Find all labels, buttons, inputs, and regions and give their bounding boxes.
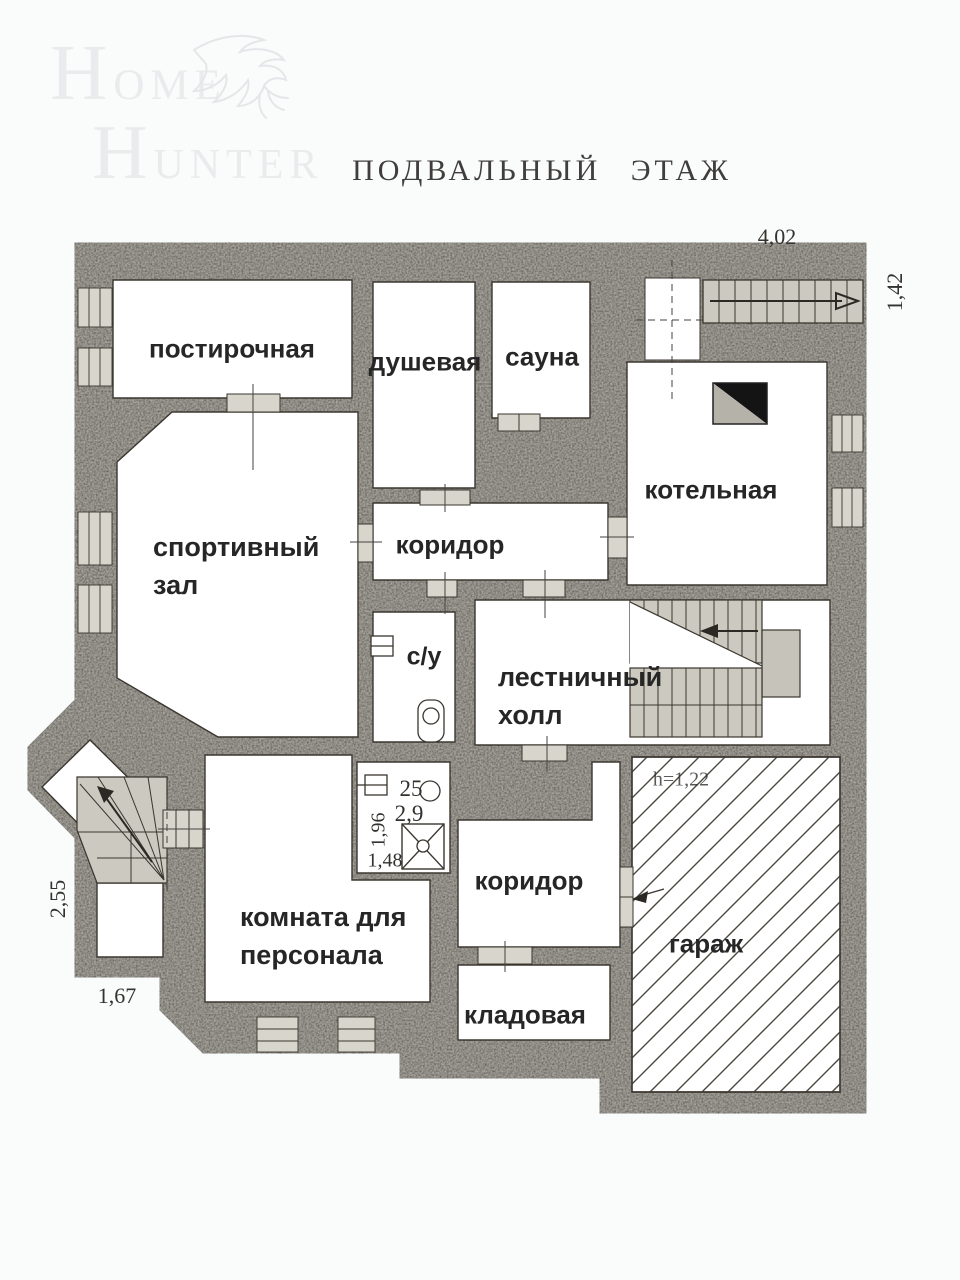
bath-sink xyxy=(419,780,441,802)
dim-garage-height: h=1,22 xyxy=(652,768,710,791)
fixtures xyxy=(357,635,665,903)
room-label-corridor-lower: коридор xyxy=(474,865,584,896)
boiler-symbol xyxy=(712,382,768,425)
stairs-top-right xyxy=(702,279,864,324)
room-laundry xyxy=(112,279,353,399)
dim-bath-len: 1,96 xyxy=(367,812,390,848)
room-boiler xyxy=(626,361,828,586)
dim-bath-wid: 1,48 xyxy=(367,849,403,872)
room-label-laundry: постирочная xyxy=(149,333,315,364)
axis-lines xyxy=(158,260,708,972)
room-gym xyxy=(116,411,359,738)
room-label-storage: кладовая xyxy=(464,999,586,1030)
shaft xyxy=(644,277,701,361)
room-label-corridor-upper: коридор xyxy=(395,529,505,560)
room-shower xyxy=(372,281,476,489)
room-label-boiler: котельная xyxy=(644,474,778,505)
dim-top-stairs-depth: 1,42 xyxy=(882,272,907,312)
dim-bath-area: 2,9 xyxy=(394,801,424,826)
stairs-main xyxy=(629,599,801,738)
dim-top-stairs-width: 4,02 xyxy=(757,224,797,249)
room-label-stair-hall: лестничный холл xyxy=(498,662,663,730)
watermark-bird-icon xyxy=(191,34,289,119)
page-title: ПОДВАЛЬНЫЙ ЭТАЖ xyxy=(352,154,732,187)
room-label-staff: комната для персонала xyxy=(240,902,407,970)
room-label-sauna: сауна xyxy=(505,341,579,372)
garage-hatch xyxy=(631,756,841,1093)
room-staff xyxy=(204,754,431,1003)
stairs-entrance xyxy=(76,776,168,884)
room-label-shower: душевая xyxy=(368,346,482,377)
room-label-wc: с/у xyxy=(406,642,442,671)
dim-entrance-width: 2,55 xyxy=(45,879,70,919)
room-label-garage: гараж xyxy=(668,928,744,959)
room-label-gym: спортивный зал xyxy=(153,532,320,600)
room-corridor-lower xyxy=(457,761,621,948)
room-sauna xyxy=(491,281,591,419)
dim-bath-num: 25 xyxy=(399,776,423,801)
watermark-hunter: Hunter xyxy=(92,110,324,196)
dim-entrance-depth: 1,67 xyxy=(97,983,137,1008)
entrance-landing xyxy=(96,882,164,958)
windows xyxy=(77,287,864,1053)
room-storage xyxy=(457,964,611,1041)
